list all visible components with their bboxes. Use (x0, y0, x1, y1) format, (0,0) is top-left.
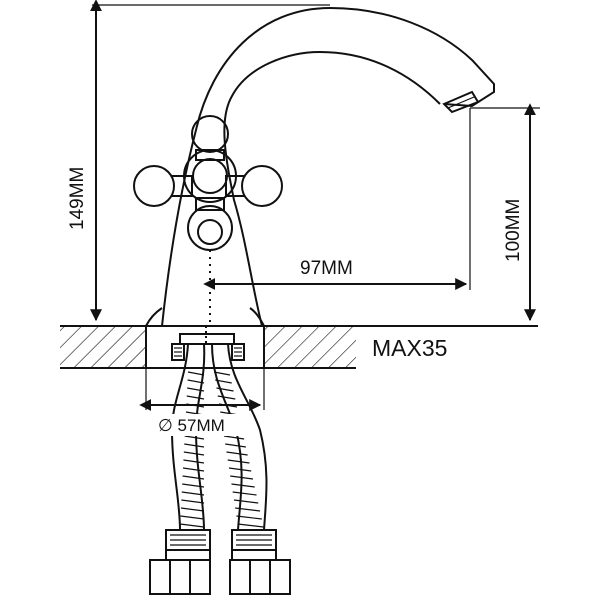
faucet-body (145, 6, 495, 327)
label-spout-reach: 97MM (300, 258, 353, 279)
dimension-spout-reach: 97MM (203, 108, 471, 290)
countertop (60, 325, 538, 410)
dimension-spout-height: 100MM (470, 103, 540, 322)
label-max-thickness: MAX35 (372, 335, 447, 361)
mounting-nut (171, 326, 245, 361)
cross-handle (133, 115, 283, 251)
flexible-hoses (149, 343, 291, 595)
dimension-hole-diameter: ∅ 57MM (139, 399, 262, 436)
label-spout-height: 100MM (503, 199, 524, 262)
label-total-height: 149MM (67, 167, 88, 230)
label-hole-diameter: ∅ 57MM (158, 416, 225, 435)
dimension-total-height: 149MM (67, 0, 330, 322)
